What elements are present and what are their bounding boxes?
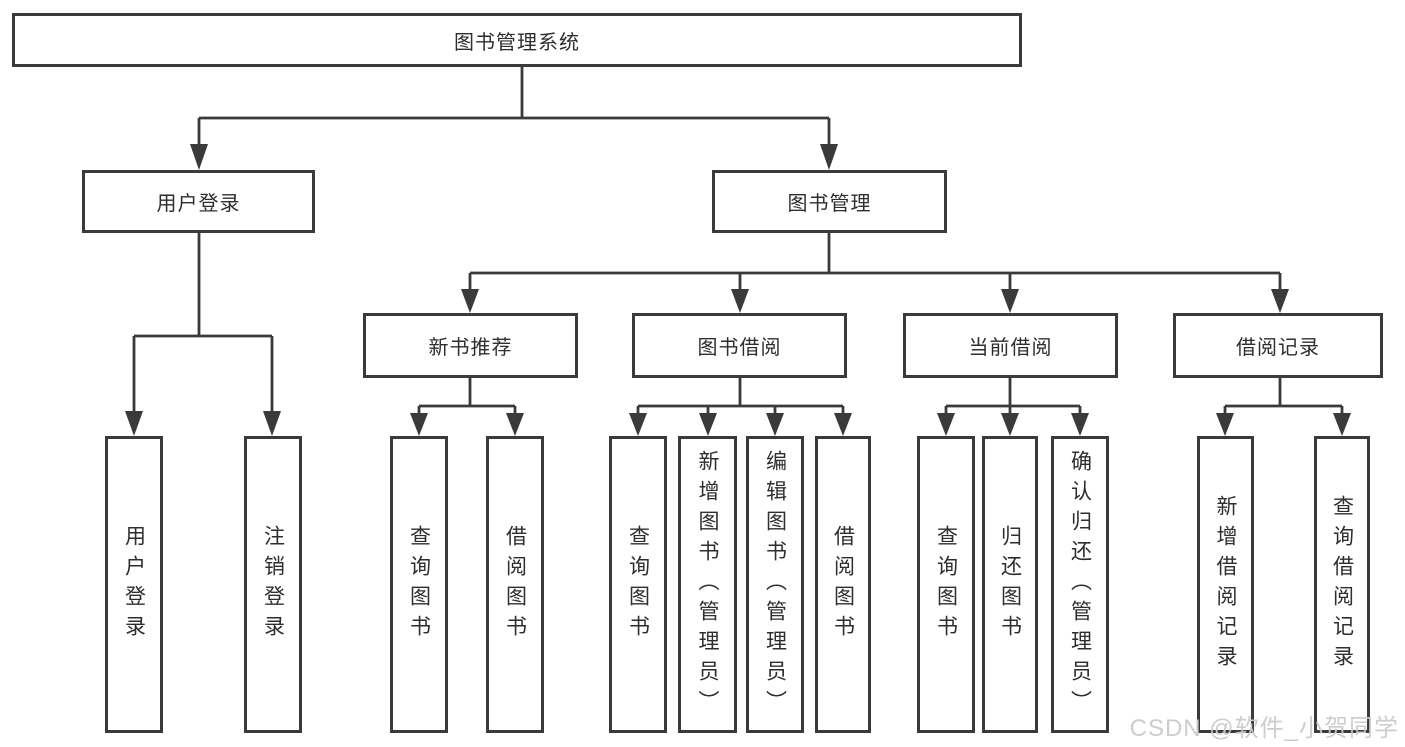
arrow-icon xyxy=(731,289,749,313)
arrow-icon xyxy=(937,413,955,436)
leaf-query-book-recommend: 查询图书 xyxy=(390,436,448,733)
arrow-icon xyxy=(125,411,143,436)
connector-borrow-record-branch xyxy=(1223,378,1344,416)
arrow-icon xyxy=(766,413,784,436)
node-new-book-recommend: 新书推荐 xyxy=(363,313,578,378)
connector-user-login-branch xyxy=(132,233,274,414)
node-system-root: 图书管理系统 xyxy=(12,13,1022,67)
arrowheads-borrow-record-branch xyxy=(1216,413,1351,436)
node-user-login: 用户登录 xyxy=(82,170,315,233)
connector-new-book-branch xyxy=(417,378,517,416)
csdn-watermark: CSDN @软件_小贺同学 xyxy=(1129,715,1399,742)
leaf-edit-book-admin: 编辑图书（管理员） xyxy=(746,436,804,733)
arrowheads-book-borrow-branch xyxy=(629,413,852,436)
arrow-icon xyxy=(1216,413,1234,436)
leaf-borrow-book-recommend: 借阅图书 xyxy=(486,436,544,733)
arrowheads-current-borrow-branch xyxy=(937,413,1089,436)
leaf-query-borrow-record: 查询借阅记录 xyxy=(1314,436,1370,733)
node-book-borrow: 图书借阅 xyxy=(632,313,847,378)
arrow-icon xyxy=(461,289,479,313)
arrow-icon xyxy=(629,413,647,436)
connector-current-borrow-branch xyxy=(944,378,1082,416)
leaf-return-book: 归还图书 xyxy=(982,436,1038,733)
leaf-logout-login: 注销登录 xyxy=(244,436,302,733)
arrow-icon xyxy=(190,144,208,170)
leaf-query-book-borrow: 查询图书 xyxy=(609,436,667,733)
node-borrow-record: 借阅记录 xyxy=(1173,313,1383,378)
arrowheads-root-branch xyxy=(190,144,838,170)
arrow-icon xyxy=(506,413,524,436)
connector-book-mgmt-branch xyxy=(468,233,1282,292)
arrow-icon xyxy=(263,411,281,436)
arrow-icon xyxy=(820,144,838,170)
arrow-icon xyxy=(1271,289,1289,313)
arrow-icon xyxy=(834,413,852,436)
arrow-icon xyxy=(1001,413,1019,436)
leaf-add-borrow-record: 新增借阅记录 xyxy=(1197,436,1254,733)
arrowheads-book-mgmt-branch xyxy=(461,289,1289,313)
leaf-user-login: 用户登录 xyxy=(105,436,163,733)
connector-root-branch xyxy=(197,67,831,147)
arrow-icon xyxy=(1333,413,1351,436)
node-book-management: 图书管理 xyxy=(712,170,947,233)
node-current-borrow: 当前借阅 xyxy=(903,313,1118,378)
arrow-icon xyxy=(699,413,717,436)
arrowheads-user-login-branch xyxy=(125,411,281,436)
arrowheads-new-book-branch xyxy=(410,413,524,436)
leaf-borrow-book: 借阅图书 xyxy=(815,436,871,733)
leaf-query-book-current: 查询图书 xyxy=(917,436,975,733)
leaf-add-book-admin: 新增图书（管理员） xyxy=(678,436,737,733)
arrow-icon xyxy=(1001,289,1019,313)
arrow-icon xyxy=(1071,413,1089,436)
leaf-confirm-return-admin: 确认归还（管理员） xyxy=(1051,436,1109,733)
connector-book-borrow-branch xyxy=(636,378,845,416)
arrow-icon xyxy=(410,413,428,436)
